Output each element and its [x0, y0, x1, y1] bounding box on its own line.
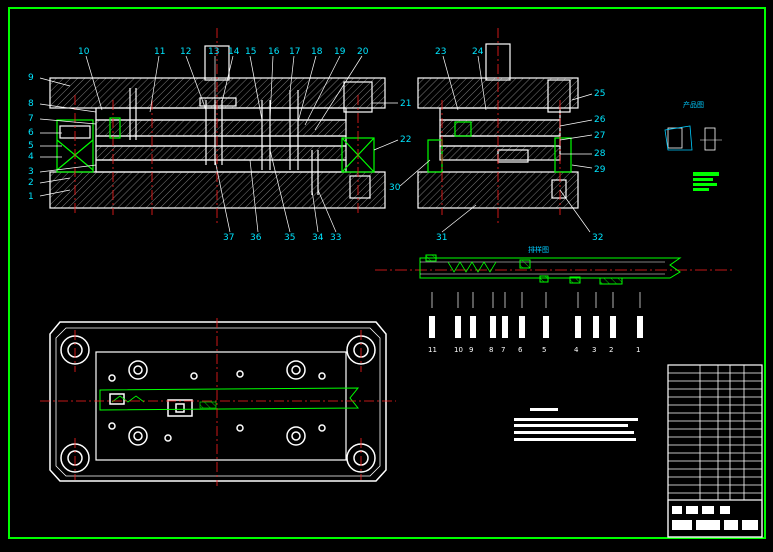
station-number: 3 [592, 346, 596, 354]
station-number: 1 [636, 346, 640, 354]
part-number-label: 18 [311, 47, 323, 57]
part-number-label: 2 [28, 178, 34, 188]
part-number-label: 7 [28, 114, 34, 124]
technical-notes [514, 408, 638, 441]
station-number: 8 [489, 346, 493, 354]
part-number-label: 11 [154, 47, 165, 57]
part-number-label: 33 [330, 233, 341, 243]
part-number-label: 15 [245, 47, 256, 57]
plan-strip [99, 387, 360, 411]
part-number-label: 13 [208, 47, 219, 57]
station-number: 7 [501, 346, 505, 354]
station-number: 10 [454, 346, 463, 354]
part-number-label: 20 [357, 47, 369, 57]
station-caption-mark [610, 316, 616, 338]
part-number-label: 36 [250, 233, 262, 243]
part-number-label: 19 [334, 47, 346, 57]
part-number-label: 12 [180, 47, 191, 57]
plan-centerlines [40, 318, 396, 486]
station-caption-mark [543, 316, 549, 338]
station-caption-mark [593, 316, 599, 338]
part-number-label: 8 [28, 99, 34, 109]
part-number-label: 34 [312, 233, 324, 243]
part-number-label: 29 [594, 165, 606, 175]
side-part-numbers: 23 24 25 26 27 28 29 30 31 32 21 22 [389, 47, 606, 243]
part-number-label: 25 [594, 89, 605, 99]
part-number-label: 35 [284, 233, 295, 243]
side-centerlines [441, 28, 561, 225]
part-number-label: 6 [28, 128, 34, 138]
part-number-label: 30 [389, 183, 401, 193]
part-number-label: 21 [400, 99, 411, 109]
part-number-label: 22 [400, 135, 411, 145]
strip-layout: 排样图 [375, 245, 732, 285]
station-number: 4 [574, 346, 579, 354]
station-number: 9 [469, 346, 473, 354]
station-number: 5 [542, 346, 546, 354]
drawing-border [8, 7, 766, 539]
part-number-label: 1 [28, 192, 34, 202]
plan-view [49, 321, 387, 482]
station-caption-mark [637, 316, 643, 338]
part-number-label: 4 [28, 152, 34, 162]
side-leaders [399, 55, 593, 233]
part-number-label: 32 [592, 233, 603, 243]
station-caption-mark [490, 316, 496, 338]
part-number-label: 16 [268, 47, 280, 57]
strip-station-leaders [431, 292, 641, 308]
title-block [667, 364, 763, 538]
station-caption-mark [455, 316, 461, 338]
station-caption-mark [470, 316, 476, 338]
station-caption-mark [502, 316, 508, 338]
part-number-label: 10 [78, 47, 90, 57]
title-block-fill [672, 506, 758, 530]
part-number-label: 31 [436, 233, 447, 243]
front-centerlines [74, 28, 359, 225]
workpiece-title: 产品图 [683, 100, 704, 109]
part-number-label: 9 [28, 73, 34, 83]
workpiece-view: 产品图 [664, 100, 722, 191]
part-number-label: 3 [28, 167, 34, 177]
part-number-label: 23 [435, 47, 446, 57]
station-caption-mark [575, 316, 581, 338]
front-section-view [49, 45, 386, 209]
station-number: 6 [518, 346, 523, 354]
part-number-label: 26 [594, 115, 606, 125]
part-number-label: 24 [472, 47, 484, 57]
strip-title: 排样图 [528, 245, 549, 254]
front-leaders [39, 55, 399, 233]
station-number: 2 [609, 346, 613, 354]
station-caption-mark [429, 316, 435, 338]
station-caption-mark [519, 316, 525, 338]
part-number-label: 28 [594, 149, 606, 159]
part-number-label: 14 [228, 47, 240, 57]
part-number-label: 27 [594, 131, 605, 141]
part-number-label: 5 [28, 141, 34, 151]
part-number-label: 17 [289, 47, 300, 57]
part-number-label: 37 [223, 233, 234, 243]
station-number: 11 [428, 346, 437, 354]
